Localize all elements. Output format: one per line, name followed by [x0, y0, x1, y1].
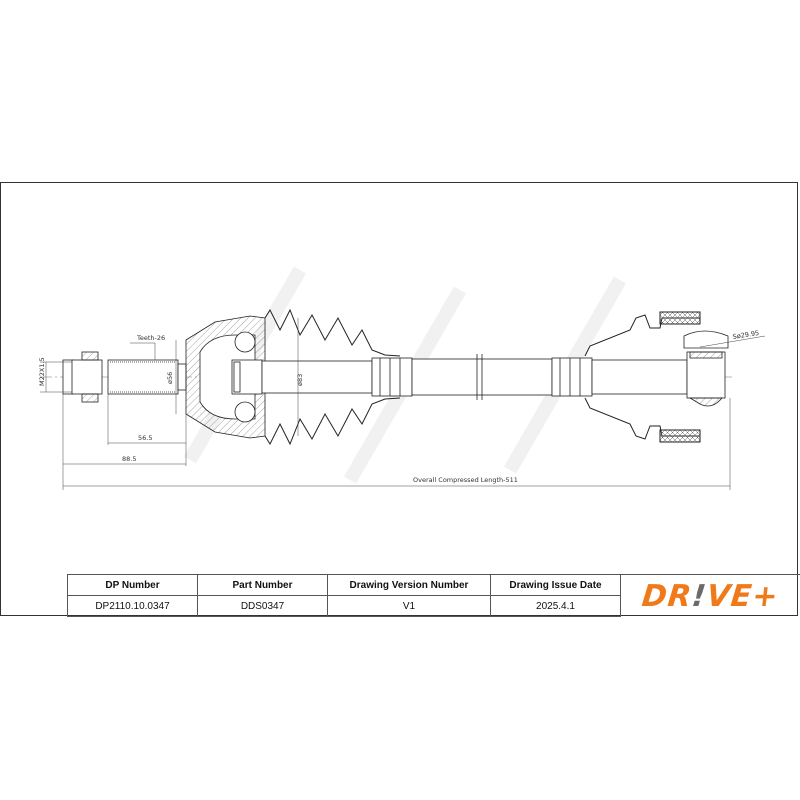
inner-boot [584, 311, 701, 443]
main-shaft [261, 354, 593, 400]
length-88-5: 88.5 [122, 455, 136, 463]
teeth-dimension: Teeth-26 [136, 334, 165, 342]
diameter-83: ø83 [296, 374, 304, 386]
spline-shaft [107, 359, 187, 395]
threaded-nut [62, 351, 103, 403]
drive-logo: DR!VE+ [640, 579, 780, 614]
value-part-number: DDS0347 [197, 595, 328, 617]
title-block-value-row: DP2110.10.0347 DDS0347 V1 2025.4.1 [67, 595, 621, 617]
inner-joint [591, 330, 729, 407]
header-issue-date: Drawing Issue Date [490, 574, 621, 596]
dimension-lines [40, 318, 766, 490]
value-dp-number: DP2110.10.0347 [67, 595, 198, 617]
outer-boot [264, 308, 401, 446]
length-56-5: 56.5 [138, 434, 152, 442]
outer-cv-joint [185, 315, 266, 439]
value-issue-date: 2025.4.1 [490, 595, 621, 617]
logo-part-ve-plus: VE+ [705, 578, 781, 614]
title-block-table: DP Number Part Number Drawing Version Nu… [67, 574, 621, 617]
value-drawing-version: V1 [327, 595, 491, 617]
logo-cell: DR!VE+ [620, 574, 800, 617]
diameter-56: ø56 [166, 372, 174, 384]
overall-length: Overall Compressed Length-511 [413, 476, 518, 484]
title-block-header-row: DP Number Part Number Drawing Version Nu… [67, 574, 621, 596]
header-drawing-version: Drawing Version Number [327, 574, 491, 596]
thread-dimension: M22X1.5 [38, 357, 46, 386]
header-part-number: Part Number [197, 574, 328, 596]
logo-part-dr: DR [640, 578, 695, 614]
header-dp-number: DP Number [67, 574, 198, 596]
